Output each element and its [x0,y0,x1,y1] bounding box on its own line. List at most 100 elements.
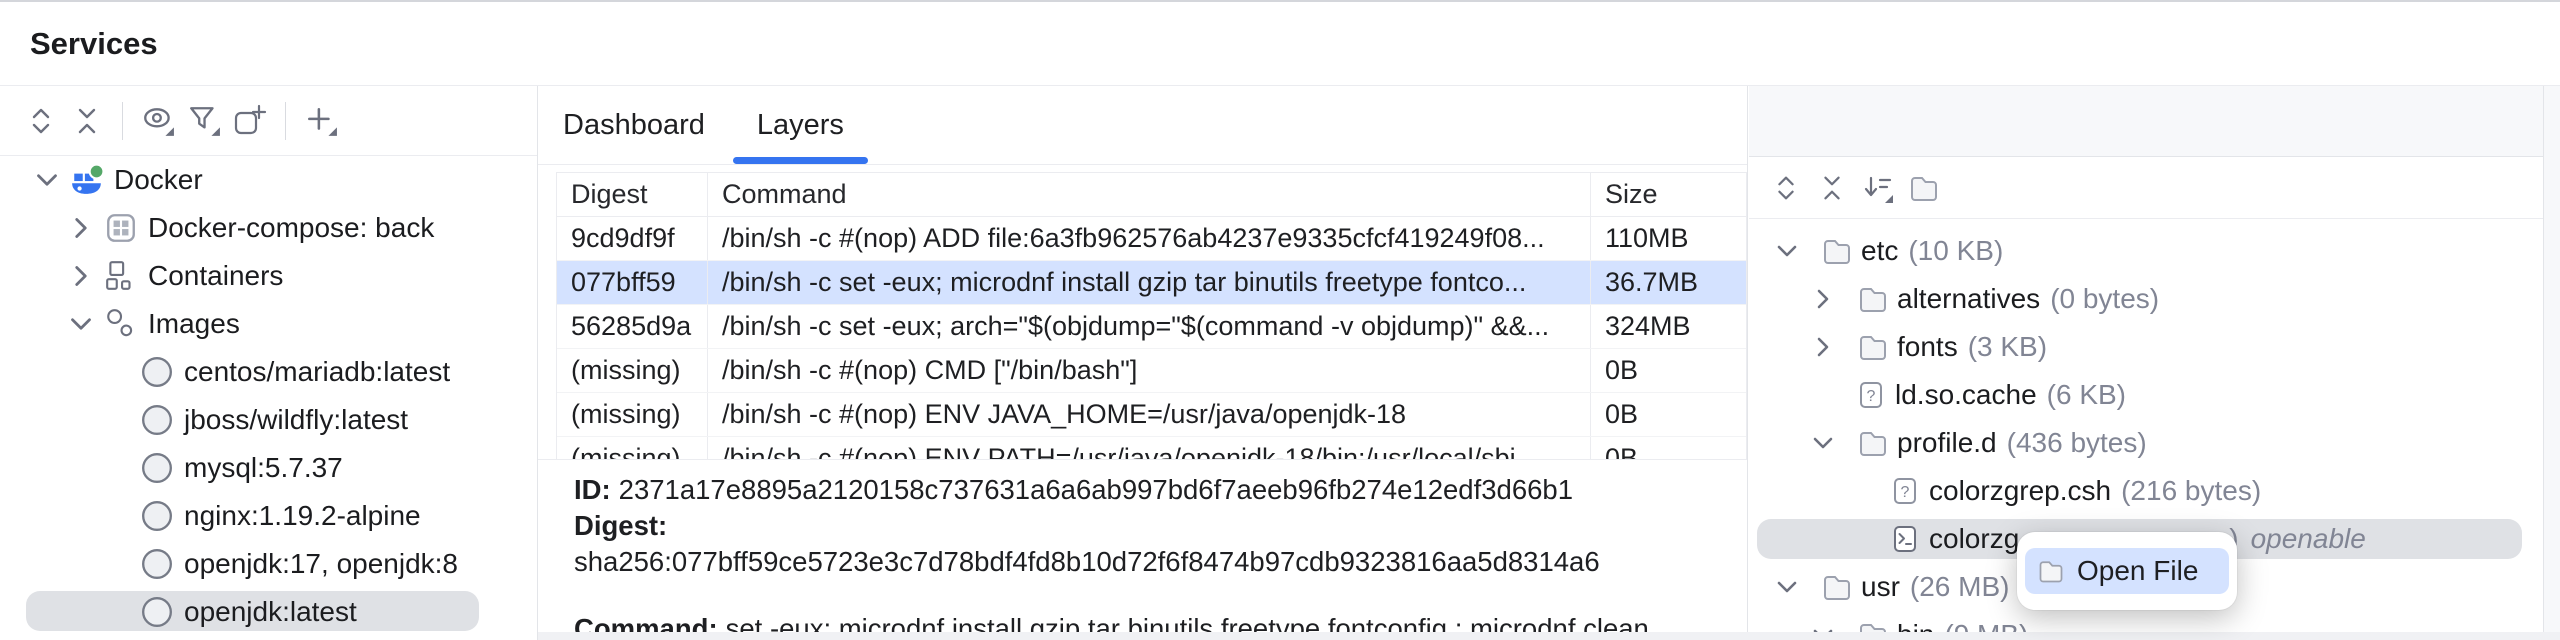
context-menu: Open File [2017,532,2237,610]
table-row-selected[interactable]: 077bff59 /bin/sh -c set -eux; microdnf i… [557,261,1746,305]
cell-command: /bin/sh -c set -eux; arch="$(objdump="$(… [708,305,1591,348]
column-header-size[interactable]: Size [1605,179,1658,209]
tree-item-label: jboss/wildfly:latest [184,404,409,435]
file-size: (0 bytes) [2050,283,2160,314]
chevron-right-icon[interactable] [1807,331,1839,363]
file-row-profile-d[interactable]: profile.d (436 bytes) [1749,419,2543,467]
filter-icon [190,106,221,137]
tree-item-image[interactable]: nginx:1.19.2-alpine [0,492,537,540]
tree-item-image[interactable]: openjdk:17, openjdk:8 [0,540,537,588]
folder-icon [1824,576,1850,600]
table-row[interactable]: 56285d9a /bin/sh -c set -eux; arch="$(ob… [557,305,1746,349]
unknown-file-icon [1860,382,1882,408]
expand-all-button[interactable] [1763,165,1809,211]
page-title: Services [30,25,158,61]
chevron-down-icon[interactable] [64,307,98,341]
tree-item-image-selected[interactable]: openjdk:latest [0,588,537,636]
cell-digest: 56285d9a [557,305,708,348]
plus-icon [308,107,338,137]
chevron-down-icon[interactable] [30,163,64,197]
cell-command: /bin/sh -c #(nop) ADD file:6a3fb962576ab… [708,217,1591,260]
panel-right-margin [2543,86,2560,640]
cell-size: 0B [1605,355,1639,385]
column-header-digest[interactable]: Digest [557,173,708,216]
chevron-down-icon[interactable] [1771,571,1803,603]
image-detail-panel: Dashboard Layers Digest Command Size 9cd… [538,86,1748,640]
tree-item-label: Docker [114,164,203,195]
file-row-fonts[interactable]: fonts (3 KB) [1749,323,2543,371]
cell-size: 110MB [1605,223,1689,253]
folder-icon [1860,288,1886,312]
tree-item-label: Containers [148,260,284,291]
tree-item-docker[interactable]: Docker [0,156,537,204]
expand-all-button[interactable] [18,98,64,144]
chevron-right-icon[interactable] [64,211,98,245]
tree-item-image[interactable]: centos/mariadb:latest [0,348,537,396]
layers-table: Digest Command Size 9cd9df9f /bin/sh -c … [556,172,1747,459]
digest-label: Digest: [574,510,668,541]
chevron-down-icon[interactable] [1807,427,1839,459]
table-header: Digest Command Size [557,173,1746,217]
table-row[interactable]: 9cd9df9f /bin/sh -c #(nop) ADD file:6a3f… [557,217,1746,261]
table-row[interactable]: (missing) /bin/sh -c #(nop) ENV JAVA_HOM… [557,393,1746,437]
tree-item-label: mysql:5.7.37 [184,452,343,483]
tree-item-label: nginx:1.19.2-alpine [184,500,421,531]
tab-dashboard[interactable]: Dashboard [563,108,705,141]
image-circle-icon [142,453,172,483]
collapse-all-button[interactable] [64,98,110,144]
file-name: fonts [1897,331,1958,362]
file-row-ld-so-cache[interactable]: ld.so.cache (6 KB) [1749,371,2543,419]
file-size: (3 KB) [1967,331,2048,362]
cell-command: /bin/sh -c #(nop) ENV PATH=/usr/java/ope… [708,437,1591,459]
tree-item-docker-compose[interactable]: Docker-compose: back [0,204,537,252]
file-name: ld.so.cache [1895,379,2037,410]
cell-digest: 9cd9df9f [557,217,708,260]
expand-all-icon [1778,176,1794,199]
folder-icon [1860,336,1886,360]
cell-size: 0B [1605,399,1639,429]
layer-details: ID:2371a17e8895a2120158c737631a6a6ab997b… [538,459,1747,640]
collapse-all-button[interactable] [1809,165,1855,211]
tree-item-image[interactable]: jboss/wildfly:latest [0,396,537,444]
table-row[interactable]: (missing) /bin/sh -c #(nop) CMD ["/bin/b… [557,349,1746,393]
tree-item-containers[interactable]: Containers [0,252,537,300]
chevron-right-icon[interactable] [1807,283,1839,315]
table-row-clipped[interactable]: (missing) /bin/sh -c #(nop) ENV PATH=/us… [557,437,1746,459]
sort-button[interactable] [1855,165,1901,211]
tab-layers[interactable]: Layers [732,86,868,164]
filter-button[interactable] [181,98,227,144]
folder-icon [1860,432,1886,456]
column-header-command[interactable]: Command [708,173,1591,216]
chevron-right-icon[interactable] [64,259,98,293]
add-service-button[interactable] [298,98,344,144]
chevron-down-icon[interactable] [1771,235,1803,267]
cell-command: /bin/sh -c #(nop) CMD ["/bin/bash"] [708,349,1591,392]
file-row-etc[interactable]: etc (10 KB) [1749,227,2543,275]
folder-icon [1911,176,1937,201]
add-box-icon [234,104,267,134]
image-circle-icon [142,357,172,387]
file-row-usr[interactable]: usr (26 MB) [1749,563,2543,611]
cell-digest: (missing) [557,349,708,392]
tree-item-images[interactable]: Images [0,300,537,348]
folder-icon [2039,561,2063,583]
file-row-alternatives[interactable]: alternatives (0 bytes) [1749,275,2543,323]
folder-view-button[interactable] [1901,165,1947,211]
add-service-template-button[interactable] [227,98,273,144]
preview-button[interactable] [135,98,181,144]
menu-item-open-file[interactable]: Open File [2025,548,2229,594]
tree-item-image[interactable]: mysql:5.7.37 [0,444,537,492]
cell-digest: 077bff59 [557,261,708,304]
docker-icon [71,163,104,195]
panel-gap [1749,86,2543,157]
tree-item-label: Images [148,308,240,339]
openable-hint: openable [2250,523,2366,554]
detail-id-line: ID:2371a17e8895a2120158c737631a6a6ab997b… [574,472,1747,508]
docker-compose-icon [107,214,135,242]
file-size: (6 KB) [2046,379,2126,410]
toolbar-separator [122,101,123,140]
detail-digest-value: sha256:077bff59ce5723e3c7d78bdf4fd8b10d7… [574,544,1747,580]
file-row-colorzgrep-csh[interactable]: colorzgrep.csh (216 bytes) [1749,467,2543,515]
layer-file-tree: etc (10 KB) alternatives (0 bytes) fonts… [1749,219,2543,640]
file-name: colorzgrep.csh [1929,475,2112,506]
